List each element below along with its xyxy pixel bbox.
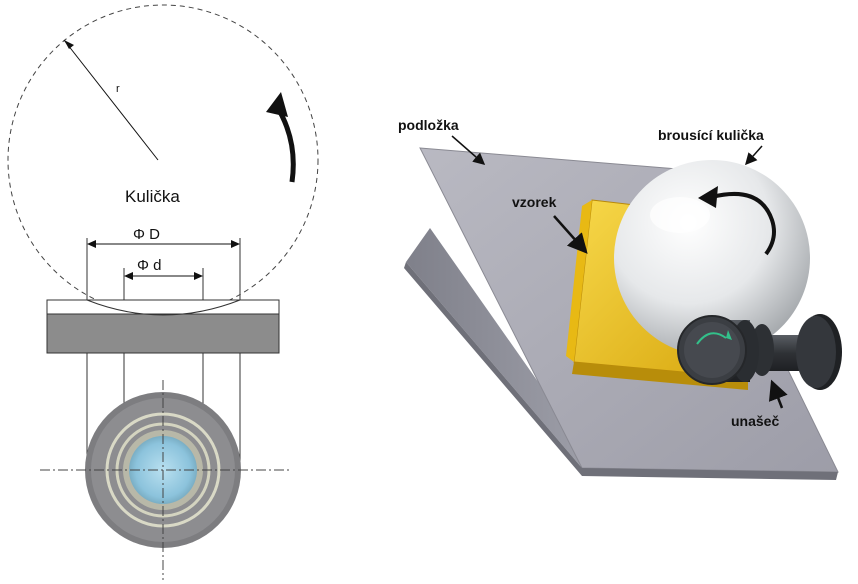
diameter-D-arrow-left: [87, 240, 96, 248]
sample-leader: [553, 215, 588, 254]
right-diagram: podložka brousící kulička vzorek unašeč: [398, 117, 842, 480]
coating-layer: [46, 299, 280, 315]
diameter-d-arrow-right: [194, 272, 203, 280]
substrate-leader: [451, 135, 486, 165]
outer-diameter-label: Φ D: [133, 226, 160, 243]
ball-outline: [7, 4, 319, 316]
grinding-ball-leader: [745, 145, 763, 166]
substrate-label: podložka: [398, 117, 459, 133]
radius-line: [63, 39, 159, 161]
grinding-ball-label: brousící kulička: [658, 127, 764, 143]
ball-highlight: [650, 197, 710, 233]
diameter-d-arrow-left: [124, 272, 133, 280]
driver-label: unašeč: [731, 413, 779, 429]
crater-arc: [86, 299, 241, 316]
inner-diameter-label: Φ d: [137, 257, 161, 274]
ball-label: Kulička: [125, 187, 180, 206]
driver-leader: [768, 379, 788, 409]
diameter-D-arrow-right: [231, 240, 240, 248]
ball-rotation-arrowhead: [698, 186, 718, 208]
left-diagram: r Kulička Φ D Φ d: [7, 4, 319, 580]
sample-label: vzorek: [512, 194, 557, 210]
substrate-layer: [46, 313, 280, 354]
radius-label: r: [116, 83, 120, 95]
rotation-arrow: [273, 103, 296, 183]
radius-arrowhead: [64, 40, 74, 49]
rotation-arrowhead: [266, 92, 288, 117]
plate-side: [406, 228, 600, 470]
ball-rotation-arrow: [711, 191, 776, 256]
driver: [677, 314, 842, 390]
